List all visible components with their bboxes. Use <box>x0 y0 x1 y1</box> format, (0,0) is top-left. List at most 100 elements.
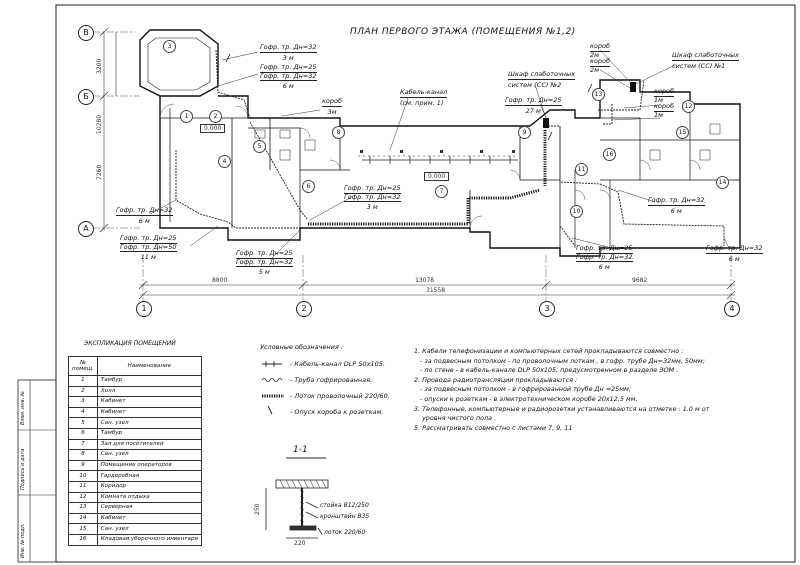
explication-row-num: 14 <box>68 512 98 525</box>
callout-13-line2: Гофр. тр. Дн=32 <box>344 192 401 202</box>
stamp-inv-original: Инв. № подл. <box>20 523 26 559</box>
callout-16-line2: 6 м <box>728 254 740 263</box>
section-title: 1-1 <box>293 445 308 455</box>
note-line-1: 1. Кабели телефонизации и компьютерных с… <box>414 347 684 355</box>
dim-vertical-10280: 10280 <box>96 114 103 134</box>
room-bubble-8: 8 <box>332 126 345 139</box>
explication-row-name: Кладовая уборочного инвентаря <box>96 533 202 546</box>
callout-11-line1: Гофр. тр. Дн=25 <box>120 234 177 244</box>
drawing-title: ПЛАН ПЕРВОГО ЭТАЖА (ПОМЕЩЕНИЯ №1,2) <box>350 27 576 37</box>
room-bubble-10: 10 <box>570 205 583 218</box>
explication-row-name: Зал для посетителей <box>96 438 202 451</box>
callout-12-line2: Гофр. тр. Дн=32 <box>236 257 293 267</box>
room-bubble-7: 7 <box>435 185 448 198</box>
callout-14: Гофр. тр. Дн=32 6 м <box>648 197 705 214</box>
dim-13078: 13078 <box>415 277 435 284</box>
explication-row-name: Серверная <box>96 502 202 514</box>
callout-7-line4: 2м <box>590 65 600 74</box>
callout-9-line2: 1м <box>654 95 664 104</box>
explication-row-num: 6 <box>68 427 98 440</box>
explication-header-row: № помещ. Наименование <box>68 356 202 376</box>
callout-9-line4: 1м <box>654 110 664 119</box>
room-bubble-15: 15 <box>676 126 689 139</box>
callout-14-line1: Гофр. тр. Дн=32 <box>648 196 705 206</box>
callout-7-line3: короб <box>590 57 611 67</box>
legend-title: Условные обозначения : <box>260 343 344 351</box>
callout-3-line1: короб <box>322 97 343 107</box>
note-line-8: уровня чистого пола . <box>422 414 497 423</box>
room-bubble-5: 5 <box>253 140 266 153</box>
callout-8-line2: систем (СС) №1 <box>672 61 726 70</box>
callout-2-line3: 6 м <box>282 82 294 90</box>
explication-row-num: 11 <box>68 480 98 493</box>
callout-10-line2: 6 м <box>138 216 150 225</box>
axis-bubble-4: 4 <box>724 301 740 317</box>
dim-9682: 9682 <box>632 277 648 284</box>
callout-7-line1: короб <box>590 42 611 52</box>
room-bubble-11: 11 <box>575 163 588 176</box>
explication-row-num: 5 <box>68 417 98 429</box>
callout-6-line2: 27 м <box>525 106 541 115</box>
callout-7: короб 2м короб 2м <box>590 42 611 74</box>
room-bubble-14: 14 <box>716 176 729 189</box>
callout-14-line2: 6 м <box>670 206 682 215</box>
explication-title: ЭКСПЛИКАЦИЯ ПОМЕЩЕНИЙ <box>84 340 176 347</box>
note-line-3: - по стене - в кабель-канале DLP 50х105,… <box>420 366 679 375</box>
room-bubble-3: 3 <box>163 40 176 53</box>
callout-5-line1: Шкаф слаботочных <box>508 70 576 80</box>
explication-row-num: 4 <box>68 406 98 419</box>
axis-bubble-v: В <box>78 25 94 41</box>
explication-row-num: 10 <box>68 470 98 482</box>
callout-10: Гофр. тр. Дн=32 6 м <box>116 207 173 224</box>
note-line-7: 3. Телефонные, компьютерные и радиорозет… <box>414 404 710 413</box>
explication-row-num: 8 <box>68 449 98 461</box>
callout-9: короб 1м короб 1м <box>654 88 675 119</box>
section-label-stand: стойка В12/250 <box>320 502 369 509</box>
callout-11-line3: 11 м <box>140 253 156 261</box>
callout-16: Гофр. тр. Дн=32 6 м <box>706 245 763 262</box>
section-dim-width: 220 <box>294 540 306 547</box>
note-line-4: 2. Провода радиотрансляции прокладываютс… <box>414 375 578 384</box>
explication-row-num: 1 <box>68 375 98 387</box>
axis-bubble-1: 1 <box>136 301 152 317</box>
note-line-9: 5. Рассматривать совместно с листами 7, … <box>414 423 573 432</box>
callout-13-line3: 3 м <box>366 203 378 211</box>
callout-15-line1: Гофр. тр. Дн=25 <box>576 244 633 254</box>
legend-item-cable-channel: - Кабель-канал DLP 50х105. <box>290 360 385 368</box>
section-dim-height: 250 <box>254 503 261 515</box>
explication-row-num: 7 <box>68 438 98 451</box>
explication-row-name: Коридор <box>96 480 202 493</box>
callout-15: Гофр. тр. Дн=25 Гофр. тр. Дн=32 6 м <box>576 245 633 271</box>
stamp-signature-date: Подпись и дата <box>20 448 26 490</box>
explication-row-name: Тамбур <box>96 375 202 387</box>
callout-13: Гофр. тр. Дн=25 Гофр. тр. Дн=32 3 м <box>344 185 401 211</box>
explication-row-name: Сан. узел <box>96 523 202 535</box>
callout-3-line2: 3м <box>327 107 337 116</box>
explication-row-num: 16 <box>68 533 98 546</box>
room-bubble-1: 1 <box>180 110 193 123</box>
room-bubble-12: 12 <box>682 100 695 113</box>
explication-row-name: Помещение операторов <box>96 459 202 472</box>
level-mark-2: 0.000 <box>424 172 450 181</box>
axis-bubble-b: Б <box>78 89 94 105</box>
section-label-bracket: кронштейн В35 <box>320 513 370 520</box>
level-mark-1: 0.000 <box>200 124 226 133</box>
room-bubble-13: 13 <box>592 88 605 101</box>
room-bubble-4: 4 <box>218 155 231 168</box>
callout-11: Гофр. тр. Дн=25 Гофр. тр. Дн=50 11 м <box>120 235 177 261</box>
note-line-2: - за подвесным потолком - по проволочным… <box>420 356 705 365</box>
explication-row-name: Кабинет <box>96 406 202 419</box>
legend-item-corrugated-pipe: - Труба гофрированная. <box>290 376 373 384</box>
callout-16-line1: Гофр. тр. Дн=32 <box>706 244 763 254</box>
